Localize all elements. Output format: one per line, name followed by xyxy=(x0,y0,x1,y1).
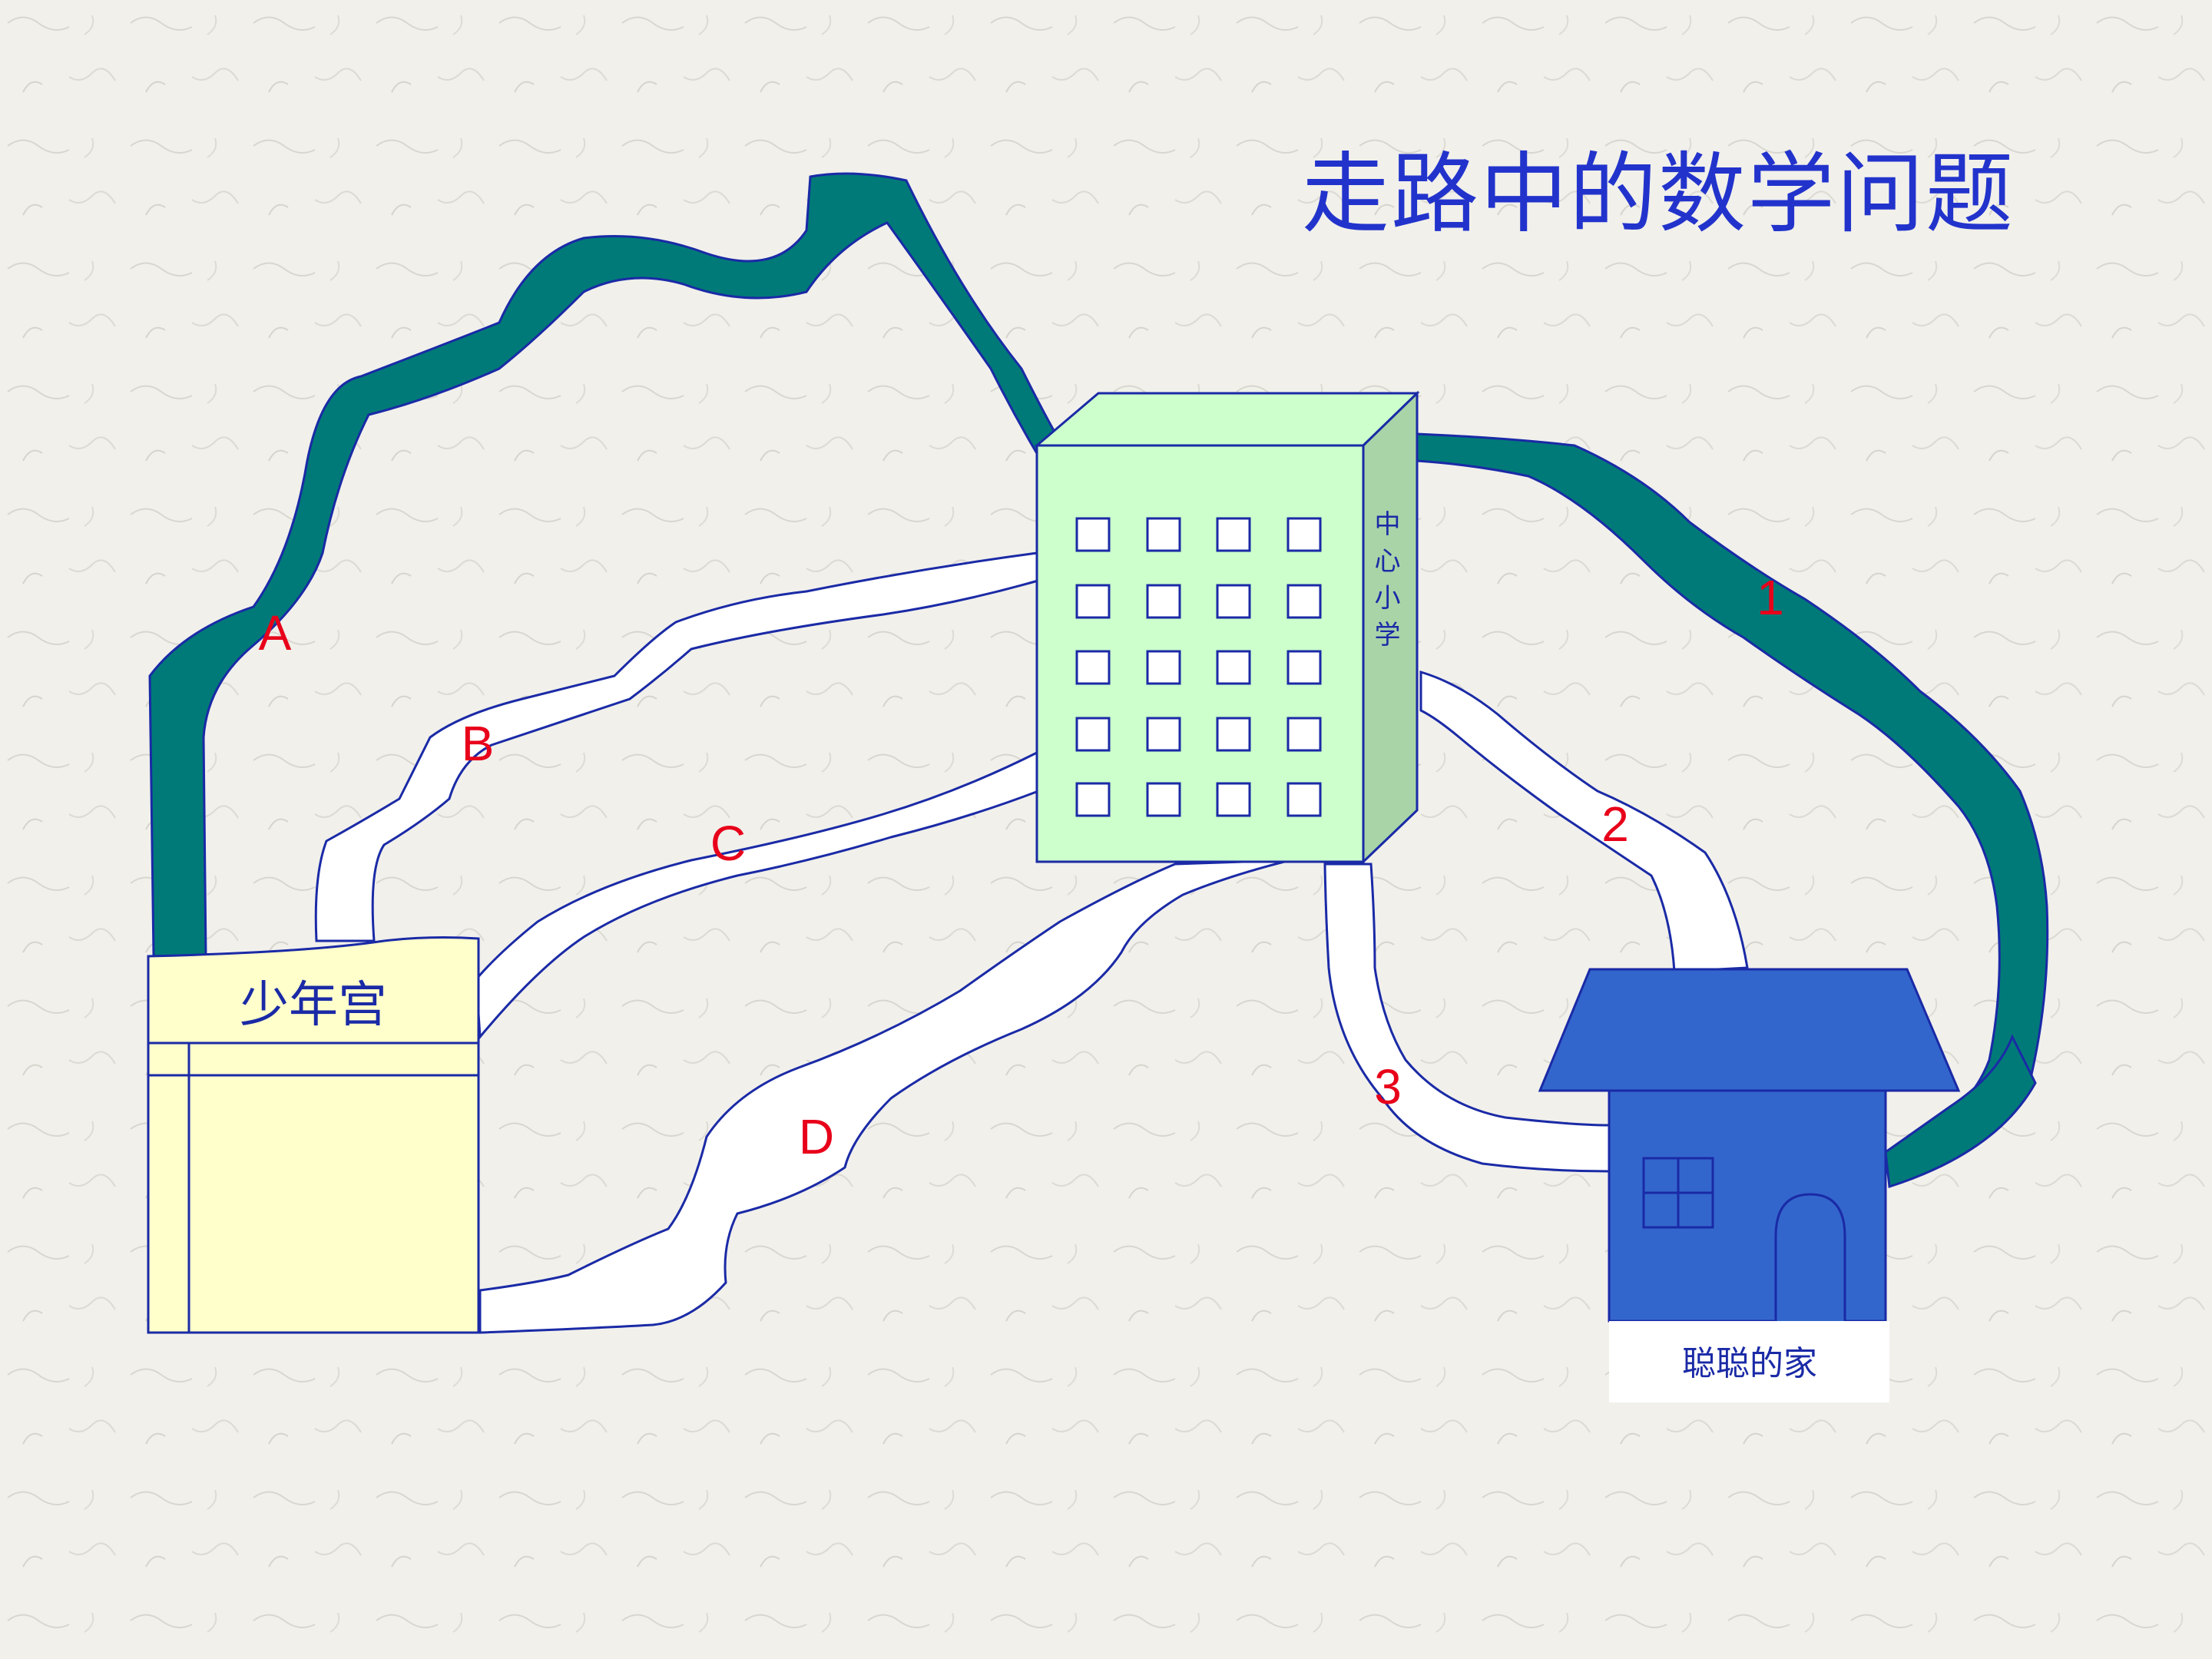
school-window xyxy=(1146,517,1181,552)
page-title: 走路中的数学问题 xyxy=(1302,143,2015,245)
school-window xyxy=(1146,584,1181,619)
school-window xyxy=(1075,782,1111,817)
route-label-c: C xyxy=(710,816,746,871)
school-label: 中心小学 xyxy=(1369,510,1400,657)
school-window xyxy=(1286,650,1322,685)
school-window xyxy=(1216,717,1251,752)
home-label-plate xyxy=(1609,1321,1889,1402)
route-label-d: D xyxy=(799,1109,834,1164)
route-label-b: B xyxy=(462,716,495,771)
route-1-road-end xyxy=(1884,1034,2037,1188)
home-house xyxy=(1538,968,1961,1402)
school-window xyxy=(1216,584,1251,619)
school-window xyxy=(1286,584,1322,619)
youth-palace-building xyxy=(147,936,480,1334)
school-window xyxy=(1075,717,1111,752)
route-label-1: 1 xyxy=(1757,570,1784,625)
school-window xyxy=(1216,782,1251,817)
school-window xyxy=(1286,517,1322,552)
school-window xyxy=(1286,717,1322,752)
home-label: 聪聪的家 xyxy=(1682,1344,1817,1383)
school-windows xyxy=(1075,517,1322,817)
route-label-3: 3 xyxy=(1374,1059,1402,1114)
home-window xyxy=(1642,1157,1714,1229)
school-building xyxy=(1033,390,1420,865)
route-b-road xyxy=(314,551,1042,942)
school-window xyxy=(1216,650,1251,685)
school-window xyxy=(1075,650,1111,685)
school-window xyxy=(1286,782,1322,817)
route-label-2: 2 xyxy=(1601,796,1629,852)
route-d-road xyxy=(478,859,1291,1334)
youth-palace-label: 少年宫 xyxy=(240,977,387,1034)
route-2-road xyxy=(1419,670,1749,973)
home-door xyxy=(1774,1193,1846,1321)
route-label-a: A xyxy=(259,605,292,661)
school-window xyxy=(1216,517,1251,552)
school-window xyxy=(1146,782,1181,817)
school-window xyxy=(1146,650,1181,685)
school-window xyxy=(1075,584,1111,619)
school-window xyxy=(1075,517,1111,552)
school-window xyxy=(1146,717,1181,752)
